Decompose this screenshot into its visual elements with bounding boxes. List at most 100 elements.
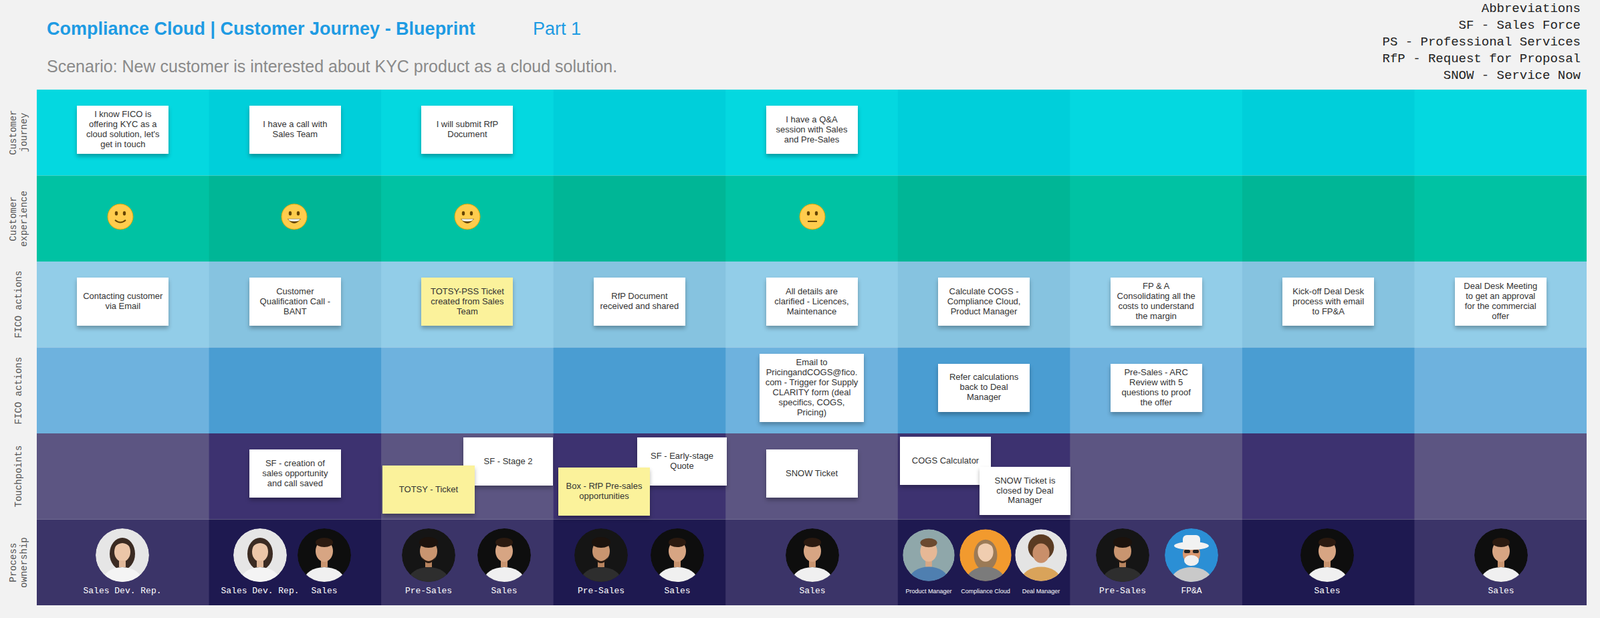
note-text: Customer Qualification Call - BANT [254, 286, 336, 317]
part-slot: Part 1 [532, 18, 582, 40]
yellow-sticky-note: Box - RfP Pre-sales opportunities [558, 467, 650, 516]
sticky-note: Kick-off Deal Desk process with email to… [1282, 277, 1375, 326]
owner-label-slot: Sales [310, 583, 337, 596]
sticky-note: All details are clarified - Licences, Ma… [766, 277, 858, 326]
sticky-note: SF - creation of sales opportunity and c… [249, 449, 341, 498]
note-text: I will submit RfP Document [426, 119, 508, 140]
note-text: SF - Early-stage Quote [642, 451, 722, 472]
swimlane-band: FICO actionsEmail to PricingandCOGS@fico… [36, 347, 1587, 434]
row-label: FICO actions [12, 353, 24, 428]
note-text: SNOW Ticket is closed by Deal Manager [984, 476, 1066, 507]
caption-slot: Scenario: New customer is interested abo… [46, 56, 618, 77]
owner-label-slot: Deal Manager [1022, 583, 1061, 596]
sticky-note: Calculate COGS - Compliance Cloud, Produ… [938, 277, 1030, 326]
note-text: Pre-Sales - ARC Review with 5 questions … [1115, 367, 1197, 408]
note-text: Refer calculations back to Deal Manager [943, 372, 1025, 403]
sticky-note: Email to PricingandCOGS@fico.com - Trigg… [759, 353, 864, 422]
owner-name: Compliance Cloud [960, 587, 1011, 595]
scenario-caption: Scenario: New customer is interested abo… [46, 56, 618, 76]
row-label: Touchpoints [12, 438, 24, 514]
note-text: All details are clarified - Licences, Ma… [771, 286, 853, 317]
note-text: TOTSY-PSS Ticket created from Sales Team [426, 286, 508, 317]
owner-name: Deal Manager [1022, 587, 1061, 595]
owner-name: Sales [663, 585, 691, 596]
note-text: I have a call with Sales Team [254, 119, 336, 140]
note-text: I have a Q&A session with Sales and Pre-… [771, 115, 853, 146]
note-text: SF - Stage 2 [468, 456, 548, 467]
row-label-slot: Customer experience [0, 175, 37, 263]
owner-label-slot: Product Manager [905, 583, 952, 596]
yellow-sticky-note: TOTSY-PSS Ticket created from Sales Team [421, 277, 513, 326]
note-text: FP & A Consolidating all the costs to un… [1115, 281, 1197, 322]
note-text: SF - creation of sales opportunity and c… [254, 458, 336, 489]
sticky-note: Contacting customer via Email [76, 277, 169, 326]
owner-name: Product Manager [905, 587, 952, 595]
sticky-note: I have a call with Sales Team [249, 105, 341, 154]
yellow-sticky-note: TOTSY - Ticket [382, 465, 475, 514]
sticky-note: SF - Early-stage Quote [637, 437, 727, 486]
row-label: FICO actions [12, 266, 24, 342]
owner-label-slot: FP&A [1180, 583, 1202, 596]
note-text: Email to PricingandCOGS@fico.com - Trigg… [764, 357, 859, 418]
sticky-note: SNOW Ticket is closed by Deal Manager [979, 466, 1071, 515]
abbreviation-line: SF - Sales Force [1382, 17, 1581, 35]
owner-label-slot: Sales [663, 583, 691, 596]
note-text: Deal Desk Meeting to get an approval for… [1460, 281, 1542, 322]
sticky-note: Customer Qualification Call - BANT [249, 277, 341, 326]
note-text: Calculate COGS - Compliance Cloud, Produ… [943, 286, 1025, 317]
sticky-note: I know FICO is offering KYC as a cloud s… [76, 105, 169, 154]
owner-label-slot: Pre-Sales [577, 583, 625, 596]
swimlane-band: FICO actionsContacting customer via Emai… [36, 261, 1587, 348]
note-text: SNOW Ticket [771, 468, 853, 479]
sticky-note: Deal Desk Meeting to get an approval for… [1454, 277, 1547, 326]
owner-label-slot: Sales [1313, 583, 1340, 596]
owner-name: Sales Dev. Rep. [220, 585, 299, 596]
sticky-note: SNOW Ticket [766, 449, 858, 498]
row-label: Customer experience [7, 181, 29, 257]
sticky-note: I will submit RfP Document [421, 105, 513, 154]
note-text: RfP Document received and shared [599, 291, 680, 312]
row-label-slot: FICO actions [0, 347, 37, 434]
abbreviation-line: SNOW - Service Now [1382, 67, 1581, 85]
sticky-note: FP & A Consolidating all the costs to un… [1110, 277, 1203, 326]
abbreviations-heading: Abbreviations [1382, 0, 1581, 18]
row-label: Process ownership [7, 524, 29, 600]
owner-label-slot: Sales [1487, 583, 1514, 596]
owner-label-slot: Sales Dev. Rep. [82, 583, 162, 596]
row-label: Customer journey [7, 94, 29, 170]
owner-label-slot: Sales [490, 583, 517, 596]
part-label: Part 1 [532, 18, 582, 39]
owner-name: Sales [490, 585, 517, 596]
abbreviation-line: PS - Professional Services [1382, 34, 1581, 51]
note-text: Box - RfP Pre-sales opportunities [563, 481, 645, 502]
swimlane-band: Customer experience [36, 175, 1587, 263]
abbreviation-line: RfP - Request for Proposal [1382, 50, 1581, 68]
owner-label-slot: Pre-Sales [405, 583, 452, 596]
note-text: Kick-off Deal Desk process with email to… [1287, 286, 1369, 317]
owner-label-slot: Compliance Cloud [960, 583, 1011, 596]
sticky-note: RfP Document received and shared [593, 277, 686, 326]
owner-name: Pre-Sales [405, 585, 452, 596]
owner-name: Sales [798, 585, 826, 596]
note-text: Contacting customer via Email [82, 291, 164, 312]
owner-name: Sales [1487, 585, 1514, 596]
row-label-slot: FICO actions [0, 261, 37, 348]
note-text: I know FICO is offering KYC as a cloud s… [82, 109, 164, 150]
owner-name: Sales [1313, 585, 1340, 596]
owner-name: FP&A [1180, 585, 1202, 596]
sticky-note: I have a Q&A session with Sales and Pre-… [766, 105, 858, 154]
sticky-note: SF - Stage 2 [463, 437, 553, 486]
abbreviations-block: AbbreviationsSF - Sales ForcePS - Profes… [1382, 0, 1581, 85]
owner-label-slot: Pre-Sales [1099, 583, 1147, 596]
owner-label-slot: Sales Dev. Rep. [220, 583, 299, 596]
owner-name: Pre-Sales [1099, 585, 1147, 596]
sticky-note: Refer calculations back to Deal Manager [938, 363, 1030, 412]
diagram-title: Compliance Cloud | Customer Journey - Bl… [46, 18, 476, 39]
owner-name: Pre-Sales [577, 585, 625, 596]
sticky-note: COGS Calculator [899, 436, 991, 485]
row-label-slot: Touchpoints [0, 433, 37, 520]
owner-label-slot: Sales [798, 583, 826, 596]
title-slot: Compliance Cloud | Customer Journey - Bl… [46, 18, 476, 40]
note-text: COGS Calculator [905, 455, 986, 467]
